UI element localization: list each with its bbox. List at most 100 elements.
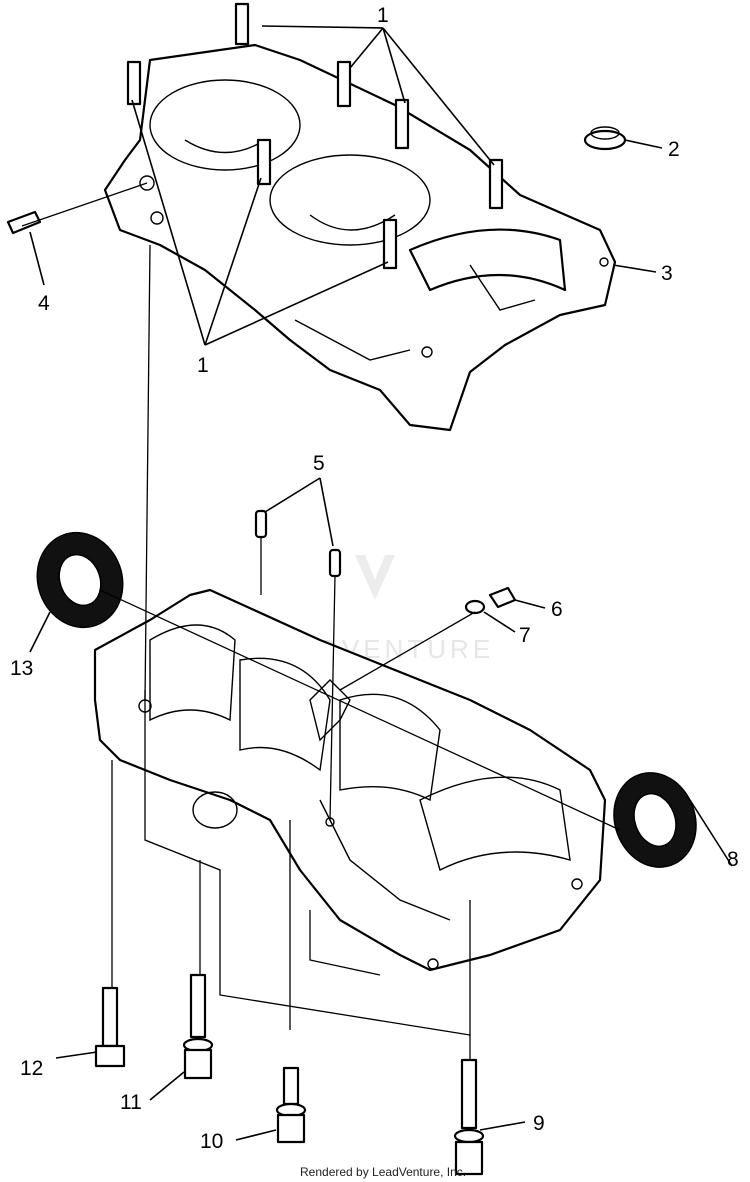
stud [126, 60, 142, 106]
bolt-10[interactable] [275, 1066, 307, 1144]
side-hole-lower [571, 878, 583, 890]
guide-box-a [144, 690, 471, 1036]
leader-3 [612, 264, 657, 273]
leader-10 [235, 1129, 277, 1141]
locating-pin[interactable] [6, 210, 42, 235]
mount-boss-left [192, 791, 238, 829]
callout-12[interactable]: 12 [20, 1057, 43, 1080]
guide-dowel-left [144, 244, 151, 701]
guide-seal-axis [99, 589, 621, 831]
main-bearing-bore-right [419, 776, 571, 872]
leader-2 [624, 139, 663, 149]
leader-13 [29, 611, 51, 653]
mount-hole-upper [150, 211, 164, 225]
cylinder-bore-right [269, 154, 431, 246]
guide-box-b [309, 910, 381, 976]
leader-1 [382, 27, 495, 166]
crank-chamber-right [339, 693, 441, 802]
stud [488, 158, 504, 210]
callout-labels: 1 1 2 3 4 5 6 7 8 9 10 11 12 13 [10, 4, 739, 1153]
oil-seal-left[interactable] [24, 521, 136, 640]
stud [256, 138, 272, 186]
leader-9 [479, 1121, 526, 1131]
bolt-head [94, 1044, 126, 1068]
stud [234, 2, 250, 46]
center-seal-area [309, 679, 351, 742]
washer [464, 599, 486, 615]
assembly-guides [21, 182, 621, 1060]
dowel-pin [328, 548, 342, 578]
bolt-head [276, 1113, 306, 1144]
guide-pin [21, 182, 148, 227]
stud [394, 98, 410, 150]
leader-1 [204, 261, 389, 346]
leader-11 [149, 1071, 185, 1101]
leader-8 [689, 799, 733, 867]
bolt-12[interactable] [94, 986, 126, 1068]
plug-top [590, 126, 620, 140]
seal-inner [58, 553, 102, 607]
screw-part[interactable] [488, 586, 517, 609]
upper-case-body [103, 43, 617, 432]
lower-crankcase[interactable] [93, 588, 607, 972]
seal-inner [633, 792, 677, 848]
bolt-shank [189, 973, 207, 1039]
leader-6 [514, 599, 546, 609]
callout-7[interactable]: 7 [519, 624, 531, 647]
watermark-logo [355, 555, 395, 600]
callout-8[interactable]: 8 [727, 848, 739, 871]
render-credit: Rendered by LeadVenture, Inc. [300, 1165, 466, 1179]
upper-case-web [469, 264, 536, 311]
bolt-9[interactable] [453, 1058, 485, 1176]
callout-2[interactable]: 2 [668, 138, 680, 161]
guide-screw [339, 611, 476, 691]
leader-1 [382, 27, 406, 104]
callout-9[interactable]: 9 [533, 1112, 545, 1135]
dowel-pin [254, 509, 268, 539]
callout-1[interactable]: 1 [197, 354, 209, 377]
lower-case-body [93, 588, 607, 972]
callout-10[interactable]: 10 [200, 1130, 223, 1153]
side-hole [599, 257, 609, 267]
flange-hole [421, 346, 433, 358]
callout-11[interactable]: 11 [120, 1091, 142, 1114]
bolt-11[interactable] [182, 973, 214, 1080]
leader-1 [131, 99, 206, 346]
callout-leaders [29, 25, 733, 1141]
bolt-head [454, 1140, 484, 1176]
pin-body [6, 210, 42, 235]
bolt-shank [460, 1058, 478, 1130]
upper-case-flange [294, 319, 411, 361]
leader-5 [319, 477, 334, 547]
callout-13[interactable]: 13 [10, 657, 33, 680]
bolt-head [183, 1048, 213, 1080]
dowel-hole-upper [139, 175, 155, 191]
bolt-washer [453, 1128, 485, 1144]
callout-3[interactable]: 3 [661, 262, 673, 285]
callout-4[interactable]: 4 [38, 292, 50, 315]
leader-4 [29, 231, 45, 286]
main-bearing-bore-left [149, 624, 236, 722]
screw-head [488, 586, 517, 609]
washer-part[interactable] [464, 599, 486, 615]
stud [336, 60, 352, 108]
lower-case-flange-line [319, 799, 451, 921]
leader-1 [349, 27, 384, 69]
callout-6[interactable]: 6 [551, 598, 563, 621]
plug-part[interactable] [583, 126, 627, 151]
leader-5 [264, 477, 321, 513]
flange-hole-lower [427, 958, 439, 970]
bolt-shank [282, 1066, 300, 1106]
callout-1[interactable]: 1 [377, 4, 389, 27]
cylinder-studs[interactable] [126, 2, 504, 270]
leader-1 [204, 177, 262, 346]
upper-crankcase[interactable] [103, 43, 617, 432]
cylinder-bore-left [149, 79, 301, 171]
leader-12 [55, 1051, 98, 1059]
leader-7 [483, 611, 516, 633]
callout-5[interactable]: 5 [313, 452, 325, 475]
stud [382, 218, 398, 270]
oil-seal-right[interactable] [601, 761, 709, 879]
